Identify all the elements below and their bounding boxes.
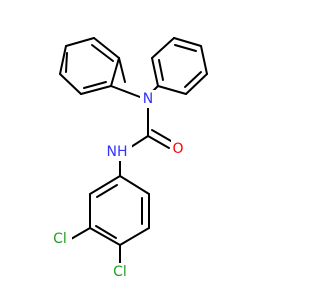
bond [151, 129, 172, 142]
bond [151, 37, 175, 59]
bond [119, 227, 150, 246]
bond [83, 81, 107, 89]
right-phenyl-ring [151, 37, 208, 95]
bond [174, 44, 197, 52]
bond [93, 37, 120, 59]
bond [59, 45, 67, 75]
bond [59, 73, 82, 95]
bond [151, 57, 159, 87]
bond [119, 175, 150, 195]
carbonyl-oxygen-label: O [172, 141, 183, 157]
bond [110, 57, 120, 87]
label-background [108, 263, 132, 281]
label-background [104, 143, 132, 161]
label-background [171, 140, 187, 158]
bond [91, 44, 114, 62]
bond [173, 37, 202, 47]
label-background [140, 90, 157, 108]
bond [110, 85, 141, 98]
bond [185, 73, 208, 95]
left-phenyl-ring [59, 37, 126, 95]
bond [157, 85, 187, 95]
bond [200, 45, 208, 75]
bond [96, 184, 118, 198]
bond [80, 85, 112, 95]
bond [65, 52, 68, 73]
bond [89, 227, 121, 246]
bond [70, 227, 91, 240]
amine-nitrogen-label: N [143, 91, 153, 107]
bond [147, 135, 170, 149]
bond [95, 225, 117, 239]
dichlorophenyl-ring [89, 175, 150, 246]
chlorine-4-label: Cl [113, 264, 127, 280]
chlorine-3-label: Cl [53, 231, 67, 247]
bond [89, 175, 121, 195]
bond [184, 71, 202, 88]
urea-core [130, 107, 172, 149]
chlorine-bonds [70, 227, 121, 264]
label-background [48, 230, 72, 248]
bond [158, 59, 164, 81]
amide-nh-label: NH [107, 144, 128, 160]
bond [130, 135, 149, 148]
chemical-structure-diagram: N NH O Cl Cl [48, 37, 208, 281]
bond [118, 57, 126, 83]
bond [65, 37, 95, 47]
